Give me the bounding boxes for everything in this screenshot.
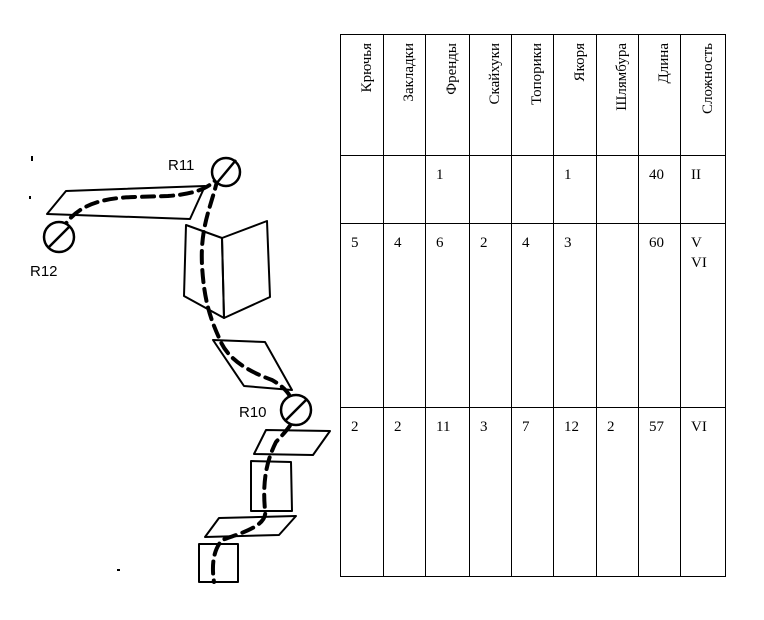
table-cell: VI: [680, 407, 726, 577]
table-cell: 4: [383, 223, 426, 408]
table-cell: 3: [553, 223, 597, 408]
col-header-nuts: Закладки: [383, 34, 426, 156]
col-header-ice-tools: Топорики: [511, 34, 554, 156]
col-header-length: Длина: [638, 34, 681, 156]
table-cell: 2: [340, 407, 384, 577]
table-cell: [383, 155, 426, 224]
belay-station-r11-label: R11: [168, 157, 194, 174]
terrain-slab-top: [46, 185, 206, 220]
table-cell: 60: [638, 223, 681, 408]
belay-station-r10-label: R10: [239, 404, 267, 421]
belay-station-r12-bar: [47, 225, 71, 249]
col-header-difficulty: Сложность: [680, 34, 726, 156]
table-cell: [469, 155, 512, 224]
table-cell: 1: [425, 155, 470, 224]
terrain-ledge-upper: [253, 429, 331, 456]
table-cell: 3: [469, 407, 512, 577]
route-line: [58, 175, 297, 584]
table-cell: 7: [511, 407, 554, 577]
belay-station-r10-bar: [284, 398, 308, 422]
belay-station-r12-label: R12: [30, 263, 58, 280]
table-cell: 6: [425, 223, 470, 408]
table-cell: 4: [511, 223, 554, 408]
terrain-ledge-lower: [204, 515, 297, 538]
table-cell: [596, 155, 639, 224]
table-cell: V VI: [680, 223, 726, 408]
table-row: 2 2 11 3 7 12 2 57 VI: [340, 407, 726, 577]
col-header-anchors: Якоря: [553, 34, 597, 156]
table-cell: [511, 155, 554, 224]
table-cell: 57: [638, 407, 681, 577]
table-row: 1 1 40 II: [340, 155, 726, 224]
terrain-base-block: [198, 543, 239, 583]
table-cell: 5: [340, 223, 384, 408]
route-pitch-table: Крючья Закладки Френды Скайхуки Топорики…: [340, 34, 726, 577]
scan-speck: [29, 196, 31, 199]
route-topo-diagram: R11 R12 R10: [29, 156, 331, 584]
col-header-pitons: Крючья: [340, 34, 384, 156]
table-cell: 2: [596, 407, 639, 577]
table-cell: 12: [553, 407, 597, 577]
col-header-bolts: Шлямбура: [596, 34, 639, 156]
table-cell: 1: [553, 155, 597, 224]
table-header-row: Крючья Закладки Френды Скайхуки Топорики…: [340, 34, 726, 156]
scan-speck: [117, 569, 120, 571]
table-row: 5 4 6 2 4 3 60 V VI: [340, 223, 726, 408]
col-header-friends: Френды: [425, 34, 470, 156]
terrain-dihedral-right: [221, 220, 271, 319]
table-cell: 11: [425, 407, 470, 577]
table-cell: II: [680, 155, 726, 224]
terrain-slab-middle: [212, 339, 293, 391]
table-cell: [340, 155, 384, 224]
belay-station-r11-bar: [215, 159, 237, 185]
table-cell: 2: [383, 407, 426, 577]
table-cell: [596, 223, 639, 408]
terrain-block: [250, 460, 293, 512]
table-cell: 2: [469, 223, 512, 408]
scan-speck: [31, 156, 33, 161]
col-header-skyhooks: Скайхуки: [469, 34, 512, 156]
table-cell: 40: [638, 155, 681, 224]
